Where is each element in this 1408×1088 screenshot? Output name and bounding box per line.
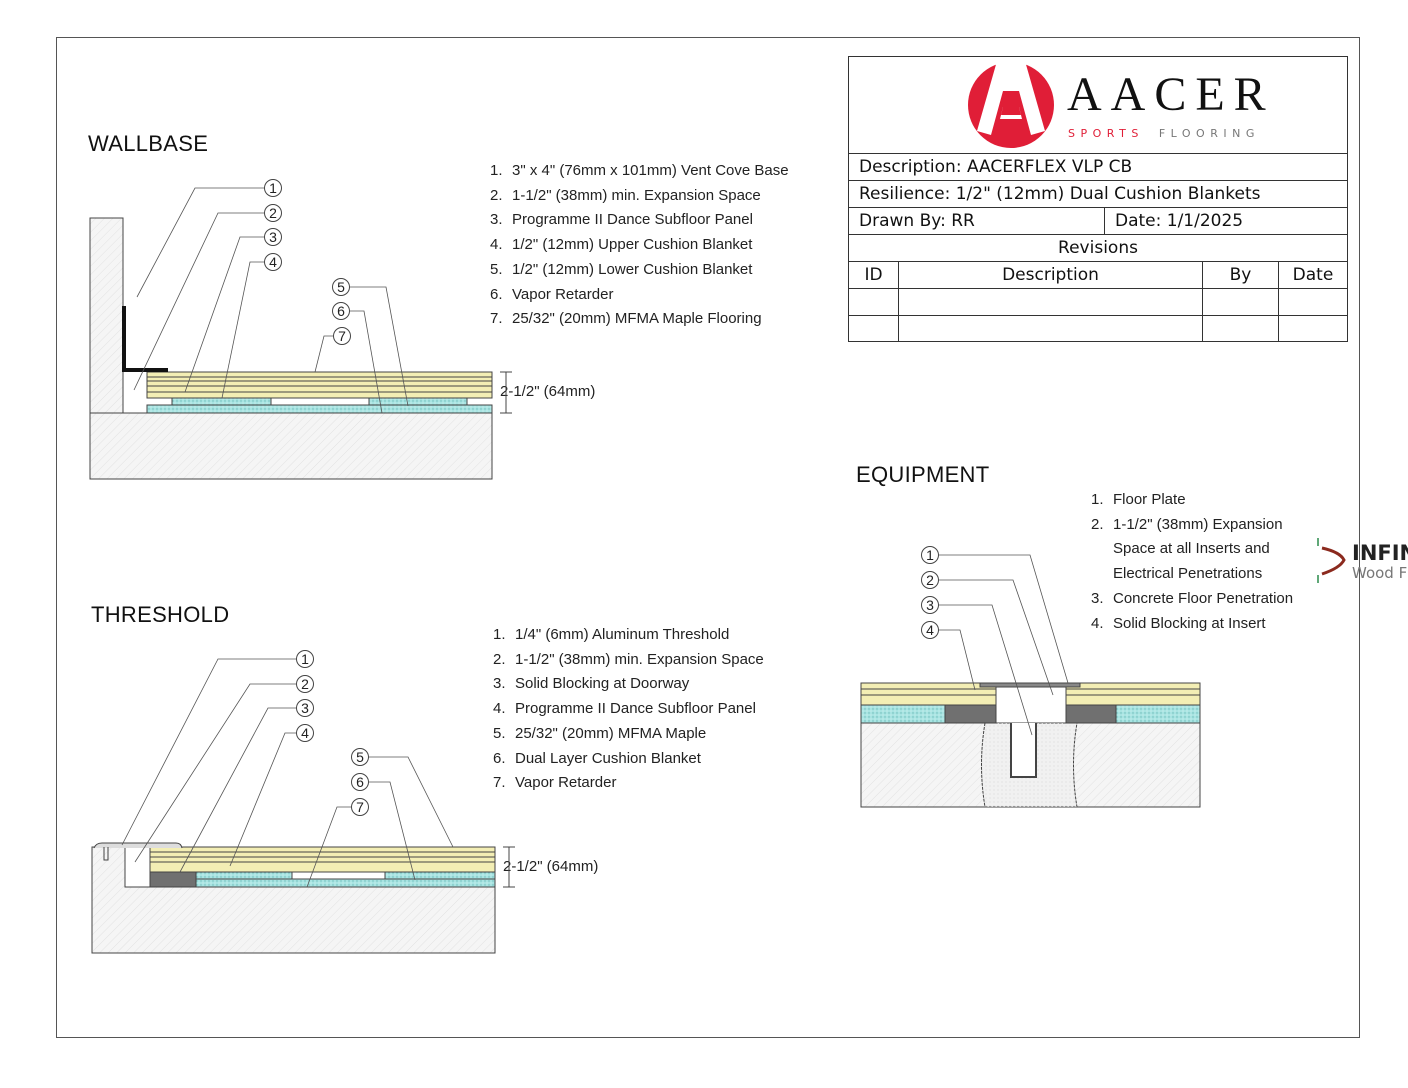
threshold-callout-circle	[351, 773, 369, 791]
logo-brand: AACER	[1067, 68, 1275, 121]
infin-logo-line2: Wood F	[1352, 564, 1408, 582]
rev-header-by: By	[1203, 261, 1279, 288]
legend-item: 2.1-1/2" (38mm) min. Expansion Space	[490, 186, 761, 204]
legend-item: 1.Floor Plate	[1091, 491, 1186, 508]
rev-header-description: Description	[899, 261, 1203, 288]
equipment-callout-number: 1	[926, 547, 934, 563]
legend-item: 2.1-1/2" (38mm) min. Expansion Space	[493, 650, 764, 668]
threshold-callout-circle	[296, 699, 314, 717]
wallbase-callout-number: 2	[269, 205, 277, 221]
equipment-section	[860, 682, 1201, 808]
equipment-legend: 1.Floor Plate 2.1-1/2" (38mm) Expansion …	[1091, 488, 1293, 636]
threshold-section	[91, 842, 515, 954]
legend-item: 3.Solid Blocking at Doorway	[493, 675, 690, 693]
legend-item: 6.Dual Layer Cushion Blanket	[493, 749, 701, 767]
equipment-heading: EQUIPMENT	[856, 462, 990, 487]
rev-row	[1203, 288, 1279, 315]
legend-item: 1.1/4" (6mm) Aluminum Threshold	[493, 626, 730, 643]
threshold-callout-number: 2	[301, 676, 309, 692]
wallbase-callout-number: 1	[269, 180, 277, 196]
wallbase-callout-circle	[333, 327, 351, 345]
aacer-logo: AACER SPORTS FLOORING	[967, 61, 1267, 151]
rev-row	[1203, 315, 1279, 342]
date-field: Date: 1/1/2025	[1105, 207, 1347, 234]
aacer-a-icon	[968, 61, 1054, 148]
callout-circles	[264, 179, 939, 816]
wallbase-callout-number: 3	[269, 229, 277, 245]
wallbase-callout-circle	[264, 204, 282, 222]
equipment-callout-number: 3	[926, 597, 934, 613]
threshold-callout-number: 5	[356, 749, 364, 765]
wallbase-callout-number: 4	[269, 254, 277, 270]
threshold-heading: THRESHOLD	[91, 602, 230, 627]
equipment-callout-number: 4	[926, 622, 934, 638]
wallbase-callout-number: 5	[337, 279, 345, 295]
wallbase-callout-circle	[264, 253, 282, 271]
legend-item: Electrical Penetrations	[1113, 565, 1263, 583]
logo-tagline-flooring: FLOORING	[1158, 127, 1260, 140]
threshold-callout-circle	[296, 650, 314, 668]
legend-item: 3.Concrete Floor Penetration	[1091, 589, 1294, 607]
wallbase-section	[89, 217, 512, 480]
rev-header-id: ID	[849, 261, 899, 288]
wallbase-callout-number: 7	[338, 328, 346, 344]
rev-row	[849, 315, 899, 342]
legend-item: 7.25/32" (20mm) MFMA Maple Flooring	[490, 310, 762, 328]
legend-item: Space at all Inserts and	[1113, 540, 1270, 558]
threshold-callout-number: 6	[356, 774, 364, 790]
infin-logo-line1: INFIN	[1352, 541, 1408, 565]
logo-tagline-sports: SPORTS	[1068, 127, 1144, 140]
wallbase-callout-circle	[332, 302, 350, 320]
threshold-callout-number: 4	[301, 725, 309, 741]
rev-row	[849, 288, 899, 315]
threshold-callout-circle	[351, 798, 369, 816]
legend-item: 7.Vapor Retarder	[493, 774, 617, 792]
equipment-callout-circle	[921, 621, 939, 639]
threshold-callout-number: 1	[301, 651, 309, 667]
infin-logo-mark	[1317, 538, 1346, 583]
rev-row	[899, 288, 1203, 315]
resilience-field: Resilience: 1/2" (12mm) Dual Cushion Bla…	[849, 180, 1347, 207]
equipment-callout-circle	[921, 571, 939, 589]
equipment-callout-number: 2	[926, 572, 934, 588]
wallbase-heading: WALLBASE	[88, 131, 209, 156]
equipment-callout-circle	[921, 596, 939, 614]
wallbase-legend: 1.3" x 4" (76mm x 101mm) Vent Cove Base …	[490, 159, 789, 332]
rev-header-date: Date	[1279, 261, 1347, 288]
legend-item: 2.1-1/2" (38mm) Expansion	[1091, 515, 1283, 533]
drawing-frame	[56, 37, 1360, 1038]
legend-item: 6.Vapor Retarder	[490, 285, 614, 303]
drawn-by-field: Drawn By: RR	[849, 207, 1105, 234]
threshold-dimension: 2-1/2" (64mm)	[503, 858, 599, 875]
legend-item: 4.1/2" (12mm) Upper Cushion Blanket	[490, 236, 753, 254]
revisions-title: Revisions	[849, 234, 1347, 261]
threshold-callout-number: 3	[301, 700, 309, 716]
legend-item: 4.Programme II Dance Subfloor Panel	[493, 700, 756, 718]
title-block: AACER SPORTS FLOORING Description: AACER…	[848, 56, 1348, 342]
threshold-callout-circle	[351, 748, 369, 766]
rev-row	[1279, 315, 1347, 342]
threshold-callout-number: 7	[356, 799, 364, 815]
wallbase-callout-circle	[264, 228, 282, 246]
wallbase-callout-circle	[332, 278, 350, 296]
legend-item: 3.Programme II Dance Subfloor Panel	[490, 211, 753, 229]
rev-row	[1279, 288, 1347, 315]
callout-leaders	[121, 187, 1069, 888]
legend-item: 1.3" x 4" (76mm x 101mm) Vent Cove Base	[490, 162, 789, 179]
wallbase-dimension: 2-1/2" (64mm)	[500, 383, 596, 400]
threshold-legend: 1.1/4" (6mm) Aluminum Threshold 2.1-1/2"…	[493, 623, 764, 796]
equipment-callout-circle	[921, 546, 939, 564]
legend-item: 5.25/32" (20mm) MFMA Maple	[493, 724, 707, 742]
legend-item: 4.Solid Blocking at Insert	[1091, 614, 1266, 632]
rev-row	[899, 315, 1203, 342]
wallbase-callout-circle	[264, 179, 282, 197]
threshold-callout-circle	[296, 724, 314, 742]
wallbase-callout-number: 6	[337, 303, 345, 319]
description-field: Description: AACERFLEX VLP CB	[849, 153, 1347, 180]
threshold-callout-circle	[296, 675, 314, 693]
legend-item: 5.1/2" (12mm) Lower Cushion Blanket	[490, 260, 753, 278]
